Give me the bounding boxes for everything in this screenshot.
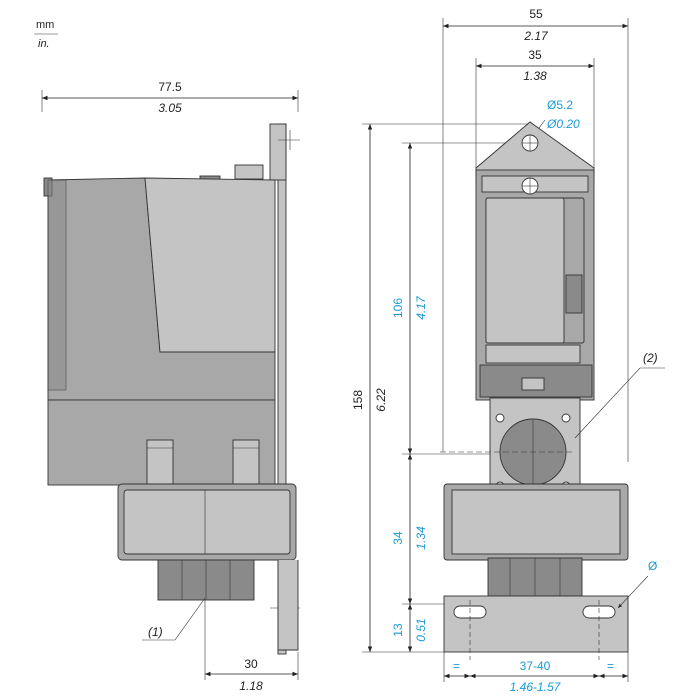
front-total-height-mm: 158 (351, 390, 365, 410)
front-base-plate (443, 595, 629, 653)
unit-in: in. (38, 38, 50, 50)
unit-mm: mm (36, 19, 54, 31)
slot-diameter-mark: Ø (648, 559, 657, 573)
equal-mark-right: = (607, 659, 614, 673)
slot-spacing-in: 1.46-1.57 (510, 680, 562, 694)
side-width-mm: 77.5 (158, 80, 182, 94)
equal-mark-left: = (453, 659, 460, 673)
slot-spacing-mm: 37-40 (520, 659, 551, 673)
front-base-height-in: 0.51 (414, 618, 428, 641)
side-bottom-in: 1.18 (239, 679, 263, 693)
front-mid-height-mm: 34 (391, 531, 405, 545)
front-inner-width-in: 1.38 (523, 69, 547, 83)
front-upper-height-in: 4.17 (414, 295, 428, 320)
front-inner-width-mm: 35 (528, 48, 542, 62)
front-base-height-mm: 13 (391, 623, 405, 637)
side-bottom-mm: 30 (244, 657, 258, 671)
callout-2: (2) (643, 351, 658, 365)
callout-1: (1) (148, 625, 163, 639)
front-total-height-in: 6.22 (374, 388, 388, 412)
units-legend: mm in. (34, 19, 58, 50)
hole-diameter-mm: Ø5.2 (547, 98, 573, 112)
hole-diameter-in: Ø0.20 (546, 117, 580, 131)
front-total-width-in: 2.17 (523, 29, 549, 43)
front-upper-height-mm: 106 (391, 298, 405, 318)
front-mid-height-in: 1.34 (414, 526, 428, 550)
front-total-width-mm: 55 (529, 7, 543, 21)
front-view: 55 2.17 35 1.38 Ø5.2 Ø0.20 158 6.22 106 … (351, 7, 665, 694)
side-view: 77.5 3.05 (41, 80, 300, 693)
side-width-in: 3.05 (158, 101, 182, 115)
